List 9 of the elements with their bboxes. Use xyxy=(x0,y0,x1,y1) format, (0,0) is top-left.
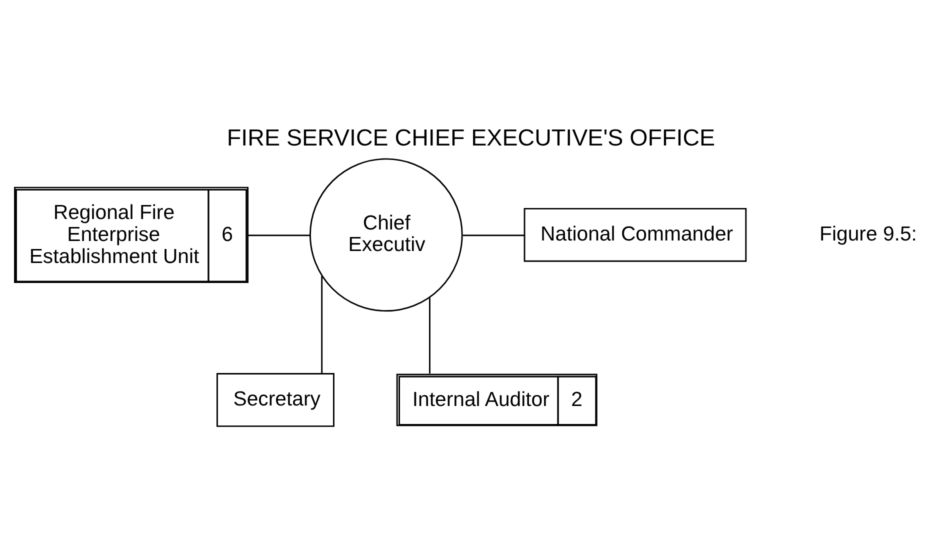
connector xyxy=(429,298,430,374)
node-box: Secretary xyxy=(216,373,334,427)
label: Figure 9.5: xyxy=(820,223,917,246)
connector xyxy=(462,234,524,236)
diagram-title: FIRE SERVICE CHIEF EXECUTIVE'S OFFICE xyxy=(226,124,716,150)
connector xyxy=(248,234,310,236)
node-circle: Chief Executiv xyxy=(309,158,463,312)
node-box: National Commander xyxy=(524,208,747,262)
connector xyxy=(321,276,323,374)
